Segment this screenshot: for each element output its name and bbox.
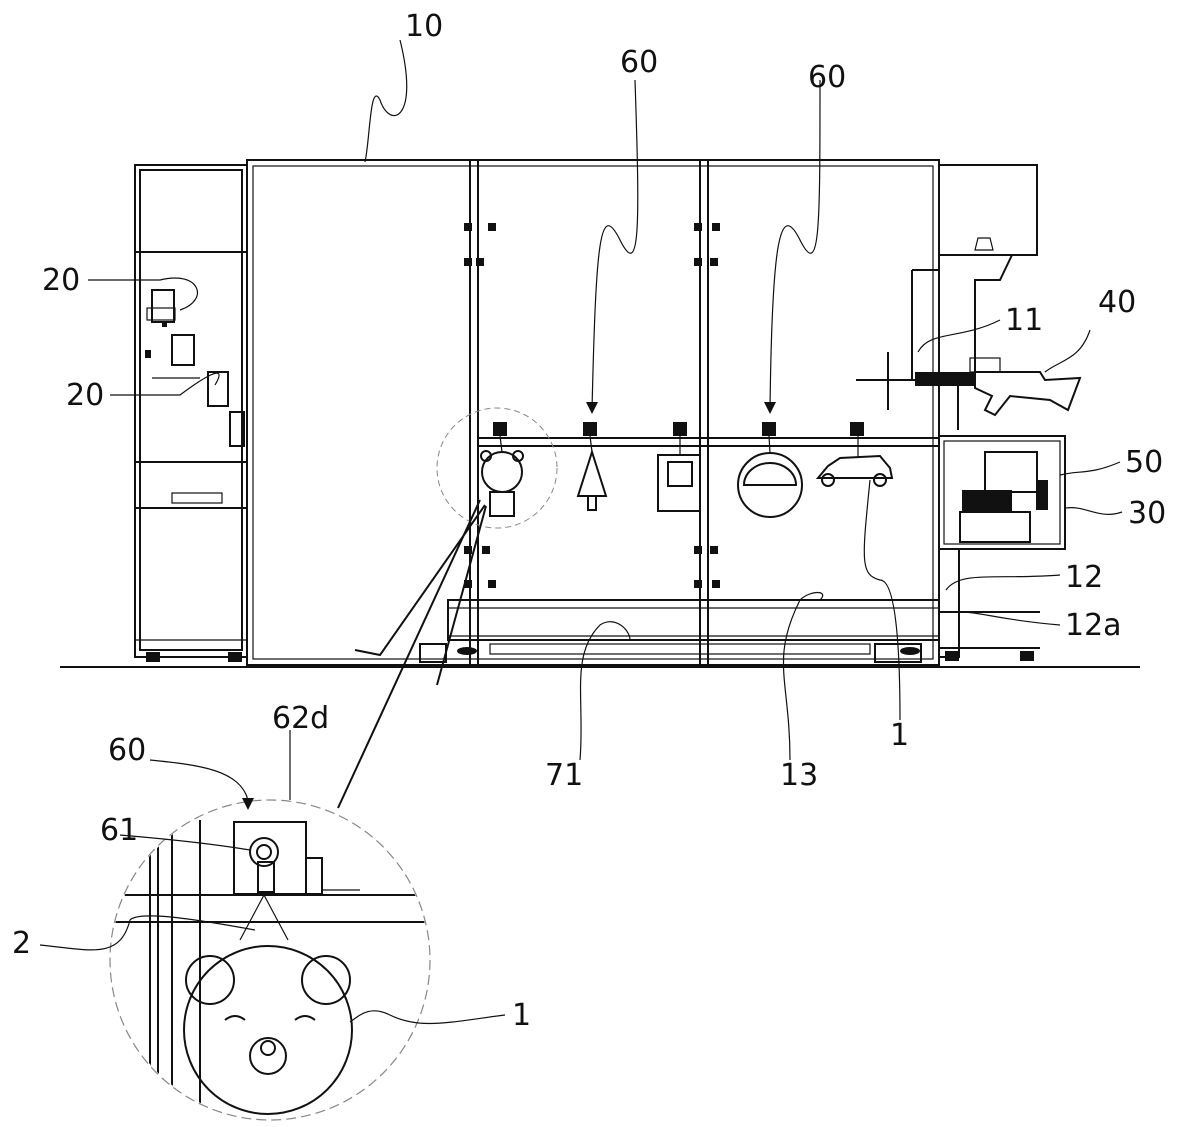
ref-20-a: 20 [42,263,80,298]
detail-view [100,800,440,1120]
ref-1-main: 1 [890,718,909,753]
ref-62d: 62d [272,701,329,736]
ref-1-detail: 1 [512,998,531,1033]
box-toy [658,436,700,511]
ref-60-b: 60 [808,60,846,95]
left-cabinet [135,165,247,662]
ref-10: 10 [405,9,443,44]
reference-labels: 10 60 60 20 20 11 40 50 30 12 12a 71 13 … [12,9,1166,1033]
mechanism-20 [145,290,244,446]
car-toy [818,436,892,486]
ref-60-a: 60 [620,45,658,80]
ref-40: 40 [1098,285,1136,320]
ref-60-detail: 60 [108,733,146,768]
ref-61: 61 [100,813,138,848]
ref-20-b: 20 [66,378,104,413]
ref-2: 2 [12,926,31,961]
ref-12: 12 [1065,560,1103,595]
ref-30: 30 [1128,496,1166,531]
tree-toy [578,436,606,510]
plate-toy [738,436,802,517]
ref-50: 50 [1125,445,1163,480]
rifle-40 [856,352,1080,430]
main-frame [247,160,939,665]
ref-71: 71 [545,758,583,793]
right-cabinet [912,165,1065,661]
ref-11: 11 [1005,303,1043,338]
ref-13: 13 [780,758,818,793]
ref-12a: 12a [1065,608,1122,643]
hangers [493,422,864,436]
